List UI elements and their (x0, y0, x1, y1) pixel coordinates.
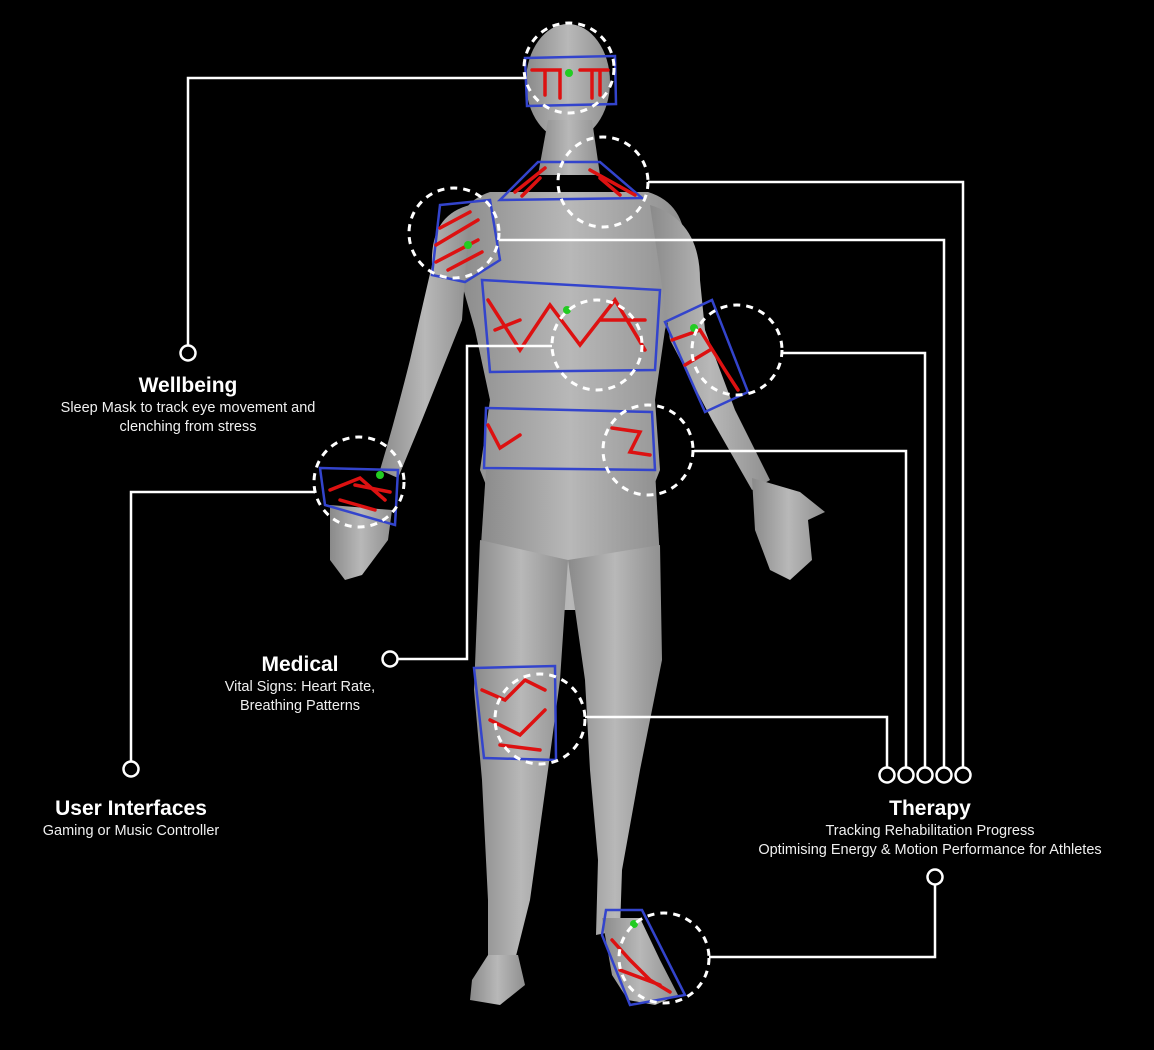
therapy-forearm-connector (782, 351, 927, 767)
sensor-nodes (376, 69, 698, 928)
wellbeing-title: Wellbeing (138, 374, 238, 397)
therapy-neck-connector (648, 180, 965, 767)
zone-wrist (312, 435, 406, 529)
therapy-marker-shoulder (935, 766, 953, 784)
therapy-marker-waist (897, 766, 915, 784)
callout-lines (129, 76, 965, 959)
neck-band (496, 160, 646, 202)
user-interfaces-label: User Interfaces Gaming or Music Controll… (10, 796, 252, 841)
callout-markers (122, 344, 972, 886)
therapy-label: Therapy Tracking Rehabilitation Progress… (718, 796, 1142, 860)
ui-connector (129, 490, 315, 761)
user-interfaces-title: User Interfaces (55, 797, 207, 820)
chest-band (480, 278, 662, 374)
forearm-band (663, 298, 750, 414)
wellbeing-marker (179, 344, 197, 362)
zone-forearm (690, 303, 784, 397)
therapy-ankle-connector (709, 885, 937, 959)
ui-marker (122, 760, 140, 778)
therapy-desc-line-1: Tracking Rehabilitation Progress (825, 823, 1035, 839)
medical-desc-line-2: Breathing Patterns (239, 698, 361, 714)
wellbeing-connector (186, 76, 524, 346)
medical-connector (398, 344, 552, 661)
zone-shoulder (407, 186, 501, 280)
head-mask-band (523, 54, 618, 108)
sensor-traces (328, 68, 740, 994)
medical-title: Medical (261, 653, 339, 676)
waist-band (482, 406, 657, 472)
therapy-waist-connector (694, 449, 908, 767)
user-interfaces-desc-line-1: Gaming or Music Controller (42, 823, 220, 839)
therapy-shoulder-connector (499, 238, 946, 767)
therapy-marker-forearm (916, 766, 934, 784)
garment-outlines (318, 54, 750, 1007)
sensor-node-shoulder (464, 241, 472, 249)
therapy-marker-neck (954, 766, 972, 784)
therapy-marker-ankle (926, 868, 944, 886)
wellbeing-label: Wellbeing Sleep Mask to track eye moveme… (28, 373, 348, 437)
therapy-title: Therapy (889, 797, 971, 820)
wellbeing-desc-line-1: Sleep Mask to track eye movement and (60, 400, 316, 416)
wrist-band (318, 466, 400, 527)
ankle-band (600, 908, 687, 1007)
sensor-node-wrist (376, 471, 384, 479)
wellbeing-desc-line-2: clenching from stress (119, 419, 257, 435)
sensor-node-head (565, 69, 573, 77)
zone-head (522, 21, 616, 115)
medical-marker (381, 650, 399, 668)
medical-label: Medical Vital Signs: Heart Rate, Breathi… (170, 652, 430, 716)
therapy-knee-connector (585, 715, 889, 767)
therapy-desc-line-2: Optimising Energy & Motion Performance f… (758, 842, 1102, 858)
medical-desc-line-1: Vital Signs: Heart Rate, (224, 679, 376, 695)
zone-chest (550, 298, 644, 392)
zone-waist (601, 403, 695, 497)
therapy-marker-knee (878, 766, 896, 784)
shoulder-band (430, 198, 502, 284)
zone-knee (493, 672, 587, 766)
